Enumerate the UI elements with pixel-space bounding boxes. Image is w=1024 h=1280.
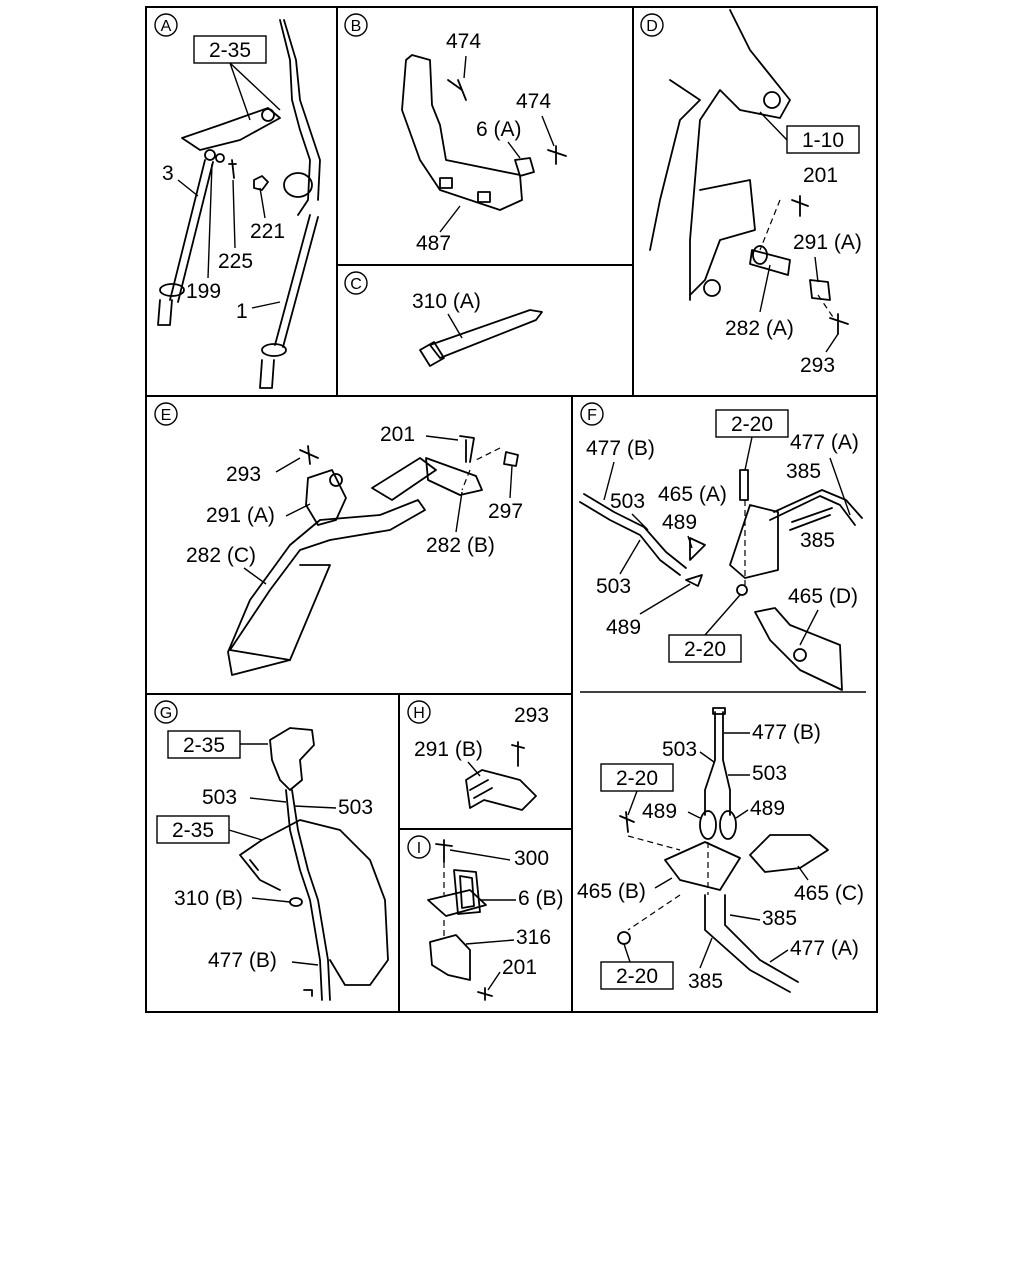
label-503b-f2: 503 [752,762,787,785]
panel-i-badge: I [417,840,421,857]
label-316: 316 [516,926,551,949]
label-1: 1 [236,300,248,323]
label-489a-f2: 489 [642,800,677,823]
label-282a: 282 (A) [725,317,794,340]
label-282b: 282 (B) [426,534,495,557]
label-465c: 465 (C) [794,882,864,905]
label-465b: 465 (B) [577,880,646,903]
label-465d: 465 (D) [788,585,858,608]
label-291b: 291 (B) [414,738,483,761]
panel-d: D 1-10 201 291 (A) 282 (A) 293 [640,9,862,377]
label-477b-f2: 477 (B) [752,721,821,744]
label-385a-f2: 385 [762,907,797,930]
label-477a-f2: 477 (A) [790,937,859,960]
label-477b-f: 477 (B) [586,437,655,460]
label-282c: 282 (C) [186,544,256,567]
panel-c: C 310 (A) [344,271,543,367]
label-201-d: 201 [803,164,838,187]
panel-f-badge: F [587,407,597,424]
panel-g-ref-2: 2-35 [172,819,214,842]
panel-g-badge: G [160,705,172,722]
panel-g-ref-1: 2-35 [183,734,225,757]
label-201-e: 201 [380,423,415,446]
label-503b-f: 503 [596,575,631,598]
label-385b-f: 385 [800,529,835,552]
label-489b-f: 489 [606,616,641,639]
label-465a: 465 (A) [658,483,727,506]
panel-f-lower: 2-20 2-20 503 503 477 (B) 489 489 465 (B… [577,707,864,993]
panel-f: F 2-20 2-20 477 (B) 477 (A) 385 385 465 … [579,402,863,691]
label-6b: 6 (B) [518,887,564,910]
label-300: 300 [514,847,549,870]
panel-e: E 201 293 297 291 (A) 282 (B) 282 (C) [154,402,523,676]
panel-a-badge: A [161,18,172,35]
label-6a: 6 (A) [476,118,522,141]
panel-a-ref: 2-35 [209,39,251,62]
panel-frames [145,6,878,1013]
label-293-d: 293 [800,354,835,377]
label-477a-f: 477 (A) [790,431,859,454]
label-474b: 474 [516,90,551,113]
panel-i: I 300 6 (B) 316 201 [407,835,564,1001]
label-310b: 310 (B) [174,887,243,910]
label-221: 221 [250,220,285,243]
label-477b-g: 477 (B) [208,949,277,972]
panel-a: A 2-35 3 199 225 221 1 [154,13,321,389]
label-385b-f2: 385 [688,970,723,993]
panel-f2-ref-1: 2-20 [616,767,658,790]
label-201-i: 201 [502,956,537,979]
label-199: 199 [186,280,221,303]
label-297: 297 [488,500,523,523]
panel-g: G 2-35 2-35 503 503 310 (B) 477 (B) [154,700,389,1001]
panel-b-badge: B [351,18,362,35]
label-503b-g: 503 [338,796,373,819]
label-474a: 474 [446,30,481,53]
label-310a: 310 (A) [412,290,481,313]
label-487: 487 [416,232,451,255]
panel-e-badge: E [161,407,172,424]
panel-h-badge: H [413,705,425,722]
label-385a-f: 385 [786,460,821,483]
panel-c-badge: C [350,276,362,293]
label-225: 225 [218,250,253,273]
panel-f2-ref-2: 2-20 [616,965,658,988]
label-3: 3 [162,162,174,185]
label-503a-g: 503 [202,786,237,809]
panel-b: B 474 474 6 (A) 487 [344,13,567,255]
panel-f-ref-2: 2-20 [684,638,726,661]
panel-d-ref: 1-10 [802,129,844,152]
label-503a-f: 503 [610,490,645,513]
label-293-h: 293 [514,704,549,727]
label-489a-f: 489 [662,511,697,534]
label-291a-e: 291 (A) [206,504,275,527]
panel-f-ref-1: 2-20 [731,413,773,436]
label-291a-d: 291 (A) [793,231,862,254]
label-489b-f2: 489 [750,797,785,820]
label-503a-f2: 503 [662,738,697,761]
panel-h: H 293 291 (B) [407,700,549,811]
panel-d-badge: D [646,18,658,35]
label-293-e: 293 [226,463,261,486]
